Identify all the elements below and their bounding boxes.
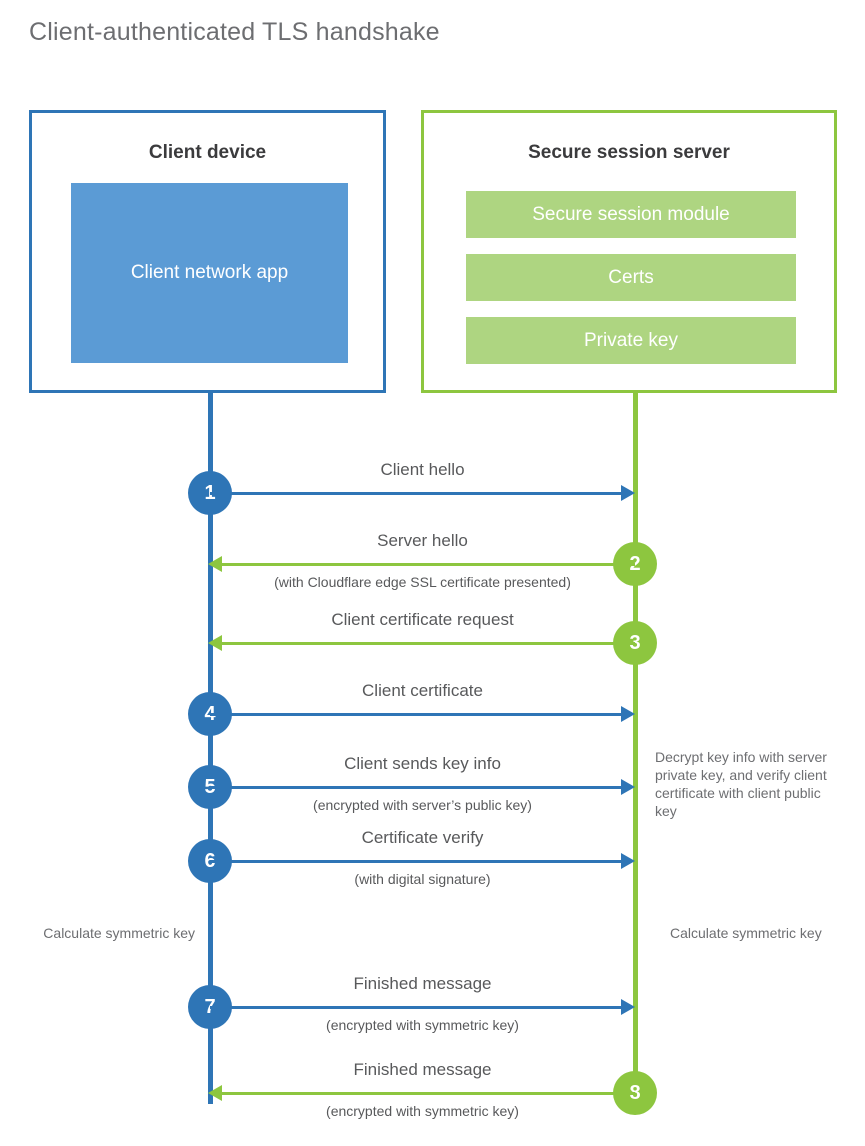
client-lifeline [208,391,213,1104]
server-component-certs: Certs [466,254,796,301]
message-label-primary: Server hello [377,531,468,550]
arrow-head-left [208,1085,222,1101]
client-network-app-block: Client network app [71,183,348,363]
annotation-decrypt-key-info: Decrypt key info with server private key… [655,749,827,819]
message-label-primary: Client sends key info [344,754,501,773]
arrow-head-left [208,556,222,572]
client-device-box: Client device Client network app [29,110,386,393]
arrow-head-left [208,635,222,651]
arrow-shaft [222,563,635,566]
arrow-head-right [621,706,635,722]
message-label-secondary: (encrypted with symmetric key) [326,1103,519,1119]
arrow-shaft [210,1006,623,1009]
message-label-primary: Finished message [353,1060,492,1079]
message-label-secondary: (with digital signature) [354,871,491,887]
annotation-calculate-symmetric-key-client: Calculate symmetric key [43,925,195,941]
step-number-2[interactable]: 2 [613,542,657,586]
arrow-head-right [621,853,635,869]
message-label-secondary: (encrypted with symmetric key) [326,1017,519,1033]
arrow-head-right [621,999,635,1015]
message-label-primary: Client certificate request [331,610,514,629]
server-component-private-key: Private key [466,317,796,364]
message-label-primary: Client hello [380,460,465,479]
page-title: Client-authenticated TLS handshake [29,18,440,46]
message-label-primary: Certificate verify [361,828,484,847]
arrow-shaft [210,492,623,495]
arrow-shaft [222,642,635,645]
arrow-shaft [210,786,623,789]
message-label-secondary: (with Cloudflare edge SSL certificate pr… [274,574,571,590]
arrow-head-right [621,485,635,501]
server-lifeline [633,391,638,1104]
message-label-primary: Client certificate [362,681,483,700]
secure-session-server-title: Secure session server [528,142,730,163]
annotation-calculate-symmetric-key-server: Calculate symmetric key [670,925,822,941]
arrow-shaft [222,1092,635,1095]
client-device-title: Client device [148,142,267,163]
message-label-primary: Finished message [353,974,492,993]
secure-session-server-box: Secure session server Secure session mod… [421,110,837,393]
arrow-shaft [210,713,623,716]
arrow-shaft [210,860,623,863]
arrow-head-right [621,779,635,795]
message-label-secondary: (encrypted with server’s public key) [313,797,532,813]
server-component-secure-session-module: Secure session module [466,191,796,238]
